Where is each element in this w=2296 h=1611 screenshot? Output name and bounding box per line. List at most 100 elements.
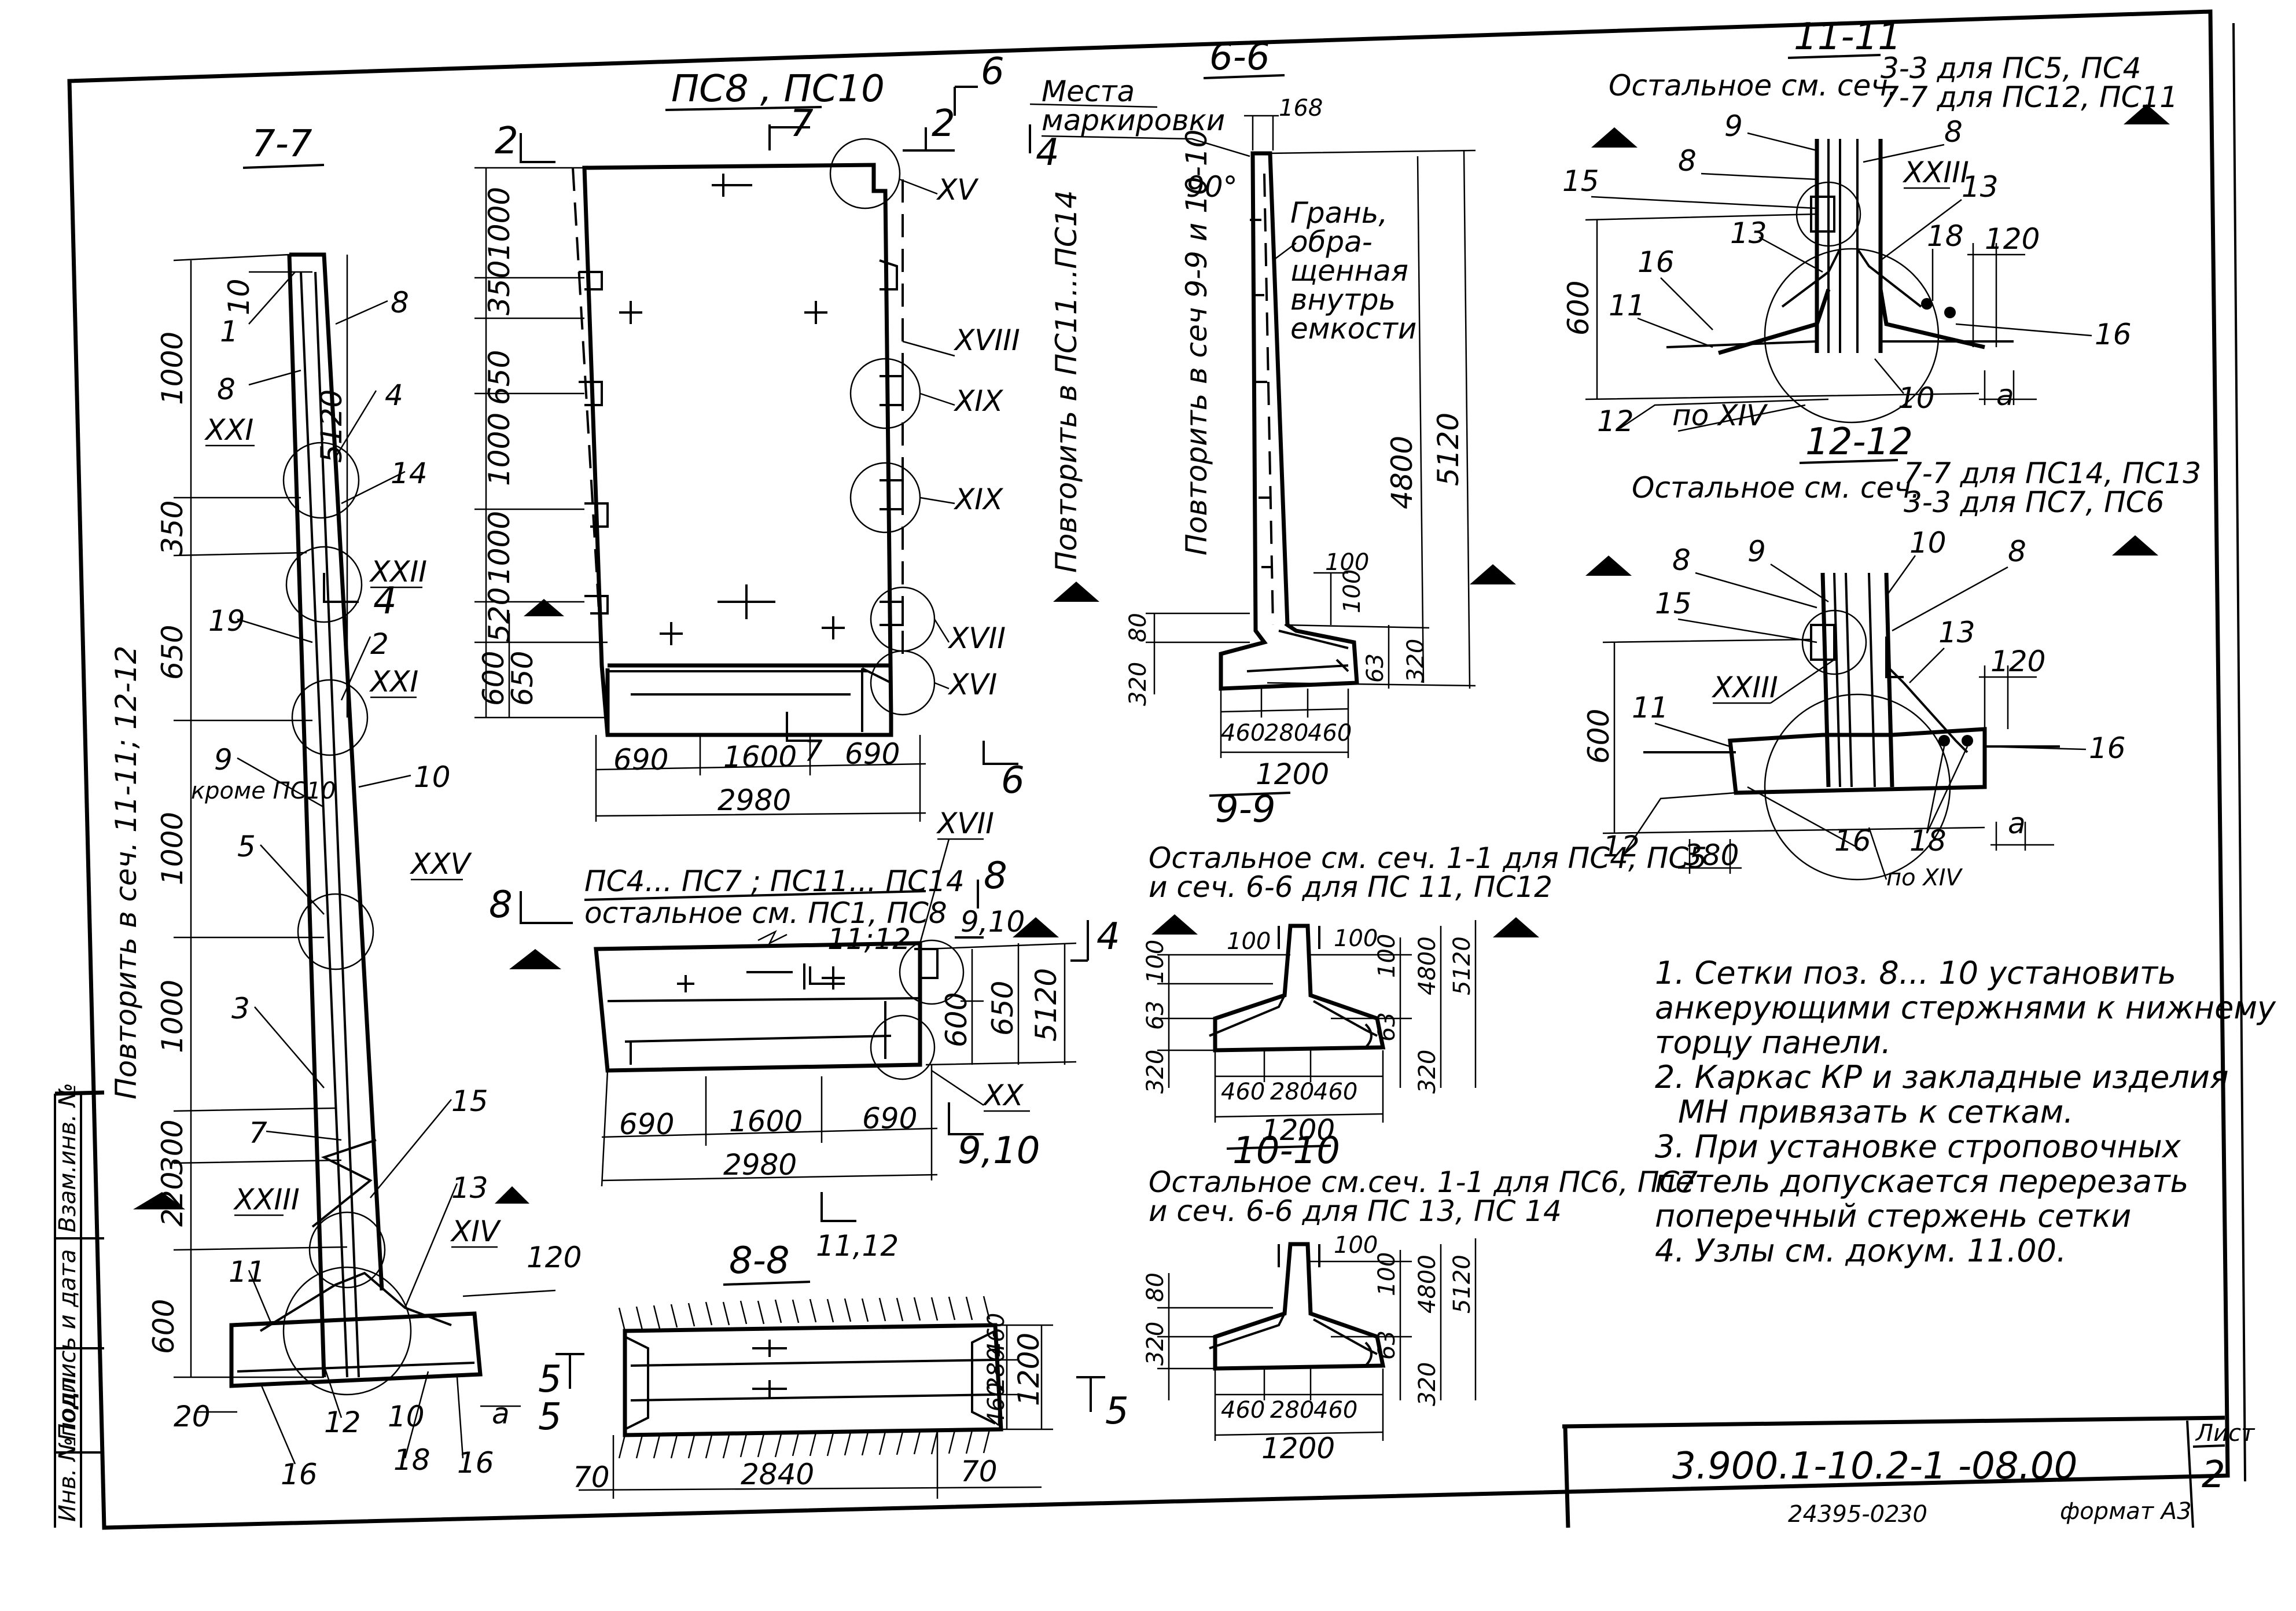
11-11-pos-16-left: 16 bbox=[1638, 245, 1675, 279]
ps8-node-label-xviii: XVIII bbox=[953, 323, 1020, 357]
copy-number: 30 bbox=[1898, 1501, 1927, 1528]
12-12-node-ref: по XIV bbox=[1886, 865, 1963, 891]
10-10-dim-320-a: 320 bbox=[1142, 1322, 1169, 1366]
12-12-dim-a: a bbox=[2008, 807, 2026, 840]
12-12-pos-13: 13 bbox=[1938, 616, 1975, 649]
ps8-dim-1000-a: 1000 bbox=[483, 187, 516, 260]
6-6-dim-460-b: 460 bbox=[1308, 720, 1352, 746]
7-7-pos-9: 9 bbox=[214, 743, 233, 777]
ps8-node-label-xvi: XVI bbox=[947, 668, 997, 701]
section-10-10: 10-10 Остальное см.сеч. 1-1 для ПС6, ПС7… bbox=[1142, 1130, 1698, 1465]
ps8-node-label-xv: XV bbox=[936, 173, 979, 207]
ps8-cut-7-bottom: 7 bbox=[804, 734, 823, 768]
6-6-dim-100-b: 100 bbox=[1339, 569, 1366, 613]
ps8-dim-2980: 2980 bbox=[718, 784, 791, 817]
11-11-pos-11: 11 bbox=[1609, 289, 1646, 322]
11-11-node-xxiii: XXIII bbox=[1902, 156, 1969, 189]
10-10-dim-100-b: 100 bbox=[1374, 1252, 1400, 1296]
node-xxii bbox=[285, 546, 363, 623]
10-10-dim-5120: 5120 bbox=[1449, 1255, 1476, 1314]
ps4-title-line1: ПС4... ПС7 ; ПС11... ПС14 bbox=[584, 865, 965, 898]
7-7-node-xxv: XXV bbox=[409, 847, 473, 881]
6-6-dim-460-a: 460 bbox=[1221, 720, 1265, 746]
12-12-pos-15: 15 bbox=[1655, 587, 1692, 620]
9-9-dim-100-a: 100 bbox=[1227, 928, 1271, 955]
node-xxi-mid bbox=[291, 679, 369, 756]
7-7-pos-4: 4 bbox=[385, 378, 403, 412]
8-8-dim-70-a: 70 bbox=[573, 1461, 610, 1494]
ps8-dim-600: 600 bbox=[477, 651, 510, 706]
sheet-number: 2 bbox=[2202, 1454, 2225, 1496]
node-xiv bbox=[282, 1266, 412, 1396]
6-6-dim-4800: 4800 bbox=[1385, 436, 1419, 509]
12-12-note-prefix: Остальное см. сеч. bbox=[1632, 471, 1920, 505]
12-12-pos-16-bottom: 16 bbox=[1834, 824, 1871, 858]
9-9-dim-1200: 1200 bbox=[1261, 1113, 1335, 1147]
section-9-9: 9-9 Остальное см. сеч. 1-1 для ПС4, ПС5 … bbox=[1142, 788, 1707, 1147]
ps4-node-label-xx: XX bbox=[982, 1079, 1024, 1112]
ps8-dim-650: 650 bbox=[483, 350, 516, 405]
ps8-dim-1000-c: 1000 bbox=[483, 511, 516, 584]
7-7-pos-10: 10 bbox=[414, 760, 451, 794]
12-12-note-line2: 3-3 для ПС7, ПС6 bbox=[1904, 485, 2165, 519]
7-7-pos-11: 11 bbox=[229, 1255, 266, 1289]
elevation-ps4-ps7: ПС4... ПС7 ; ПС11... ПС14 остальное см. … bbox=[489, 807, 1539, 1263]
6-6-angle: 90° bbox=[1186, 170, 1238, 204]
11-11-pos-13-right: 13 bbox=[1962, 170, 1999, 204]
8-8-cut-5-left: 5 bbox=[538, 1396, 562, 1439]
ps8-cut-4: 4 bbox=[1036, 131, 1059, 174]
12-12-dim-600: 600 bbox=[1582, 709, 1616, 764]
ps4-cut-11-12: 11;12 bbox=[827, 922, 911, 956]
format-label: формат А3 bbox=[2060, 1498, 2192, 1525]
7-7-pos-8-a: 8 bbox=[391, 286, 409, 319]
7-7-pos-8-b: 8 bbox=[217, 373, 236, 406]
7-7-dim-1000-a: 1000 bbox=[156, 332, 189, 405]
10-10-note-line2: и сеч. 6-6 для ПС 13, ПС 14 bbox=[1149, 1194, 1562, 1228]
10-10-dim-460-b: 460 bbox=[1313, 1397, 1357, 1424]
ps8-node-label-xix-a: XIX bbox=[953, 384, 1004, 418]
6-6-face-line2: обра- bbox=[1290, 225, 1373, 259]
ps8-dim-650-b: 650 bbox=[506, 651, 539, 706]
archive-number: 24395-02 bbox=[1788, 1501, 1900, 1528]
ps4-cut-9-10-bottom: 9,10 bbox=[958, 1130, 1040, 1172]
11-11-pos-8-right: 8 bbox=[1944, 115, 1963, 149]
note-line-1: 1. Сетки поз. 8... 10 установить bbox=[1655, 955, 2176, 991]
section-8-8-title: 8-8 bbox=[729, 1239, 790, 1282]
side-stamp: Инв. №подл. Подпись и дата Взам.инв. № bbox=[54, 1083, 81, 1522]
ps4-cut-8-right: 8 bbox=[984, 855, 1007, 898]
12-12-pos-9: 9 bbox=[1747, 535, 1766, 568]
9-9-dim-280: 280 bbox=[1270, 1079, 1314, 1105]
ps4-title-line2: остальное см. ПС1, ПС8 bbox=[584, 896, 947, 930]
9-9-dim-100-c: 100 bbox=[1142, 940, 1169, 984]
section-6-6: 6-6 Места маркировки 168 90° Грань, обра… bbox=[1029, 36, 1516, 791]
section-10-10-title: 10-10 bbox=[1232, 1130, 1340, 1172]
7-7-node-xxi-a: XXI bbox=[204, 413, 253, 447]
note-line-4: 2. Каркас КР и закладные изделия bbox=[1655, 1059, 2228, 1095]
11-11-pos-15: 15 bbox=[1562, 164, 1599, 198]
10-10-note-line1: Остальное см.сеч. 1-1 для ПС6, ПС7 bbox=[1149, 1165, 1698, 1199]
ps8-dim-520: 520 bbox=[483, 587, 516, 642]
note-line-2: анкерующими стержнями к нижнему bbox=[1655, 990, 2276, 1026]
doc-number: 3.900.1-10.2-1 -08.00 bbox=[1672, 1445, 2077, 1488]
11-11-pos-9: 9 bbox=[1724, 109, 1743, 143]
11-11-note-prefix: Остальное см. сеч. bbox=[1609, 69, 1897, 102]
7-7-node-xiv: XIV bbox=[450, 1215, 502, 1248]
section-7-7: 7-7 1000 350 650 1000 1000 300 220 600 bbox=[109, 123, 584, 1491]
7-7-node-xxiii: XXIII bbox=[233, 1183, 300, 1216]
9-9-dim-460-b: 460 bbox=[1313, 1079, 1357, 1105]
general-notes: 1. Сетки поз. 8... 10 установить анкерую… bbox=[1655, 955, 2276, 1269]
7-7-dim-300: 300 bbox=[156, 1120, 189, 1175]
6-6-repeat-note: Повторить в сеч 9-9 и 10-10 bbox=[1180, 130, 1213, 556]
ps4-dim-690-a: 690 bbox=[619, 1108, 674, 1141]
11-11-pos-12: 12 bbox=[1597, 404, 1634, 438]
stamp-inv-orig: Инв. №подл. bbox=[54, 1370, 81, 1522]
9-9-dim-5120: 5120 bbox=[1449, 936, 1476, 995]
section-6-6-title: 6-6 bbox=[1209, 36, 1270, 79]
6-6-marking-line1: Места bbox=[1042, 75, 1135, 108]
7-7-node-xxii: XXII bbox=[369, 555, 427, 589]
section-7-7-title: 7-7 bbox=[252, 123, 312, 165]
7-7-pos-9-note: кроме ПС10 bbox=[191, 778, 336, 804]
11-11-pos-10: 10 bbox=[1898, 381, 1935, 415]
7-7-node-xxi-b: XXI bbox=[369, 665, 418, 698]
